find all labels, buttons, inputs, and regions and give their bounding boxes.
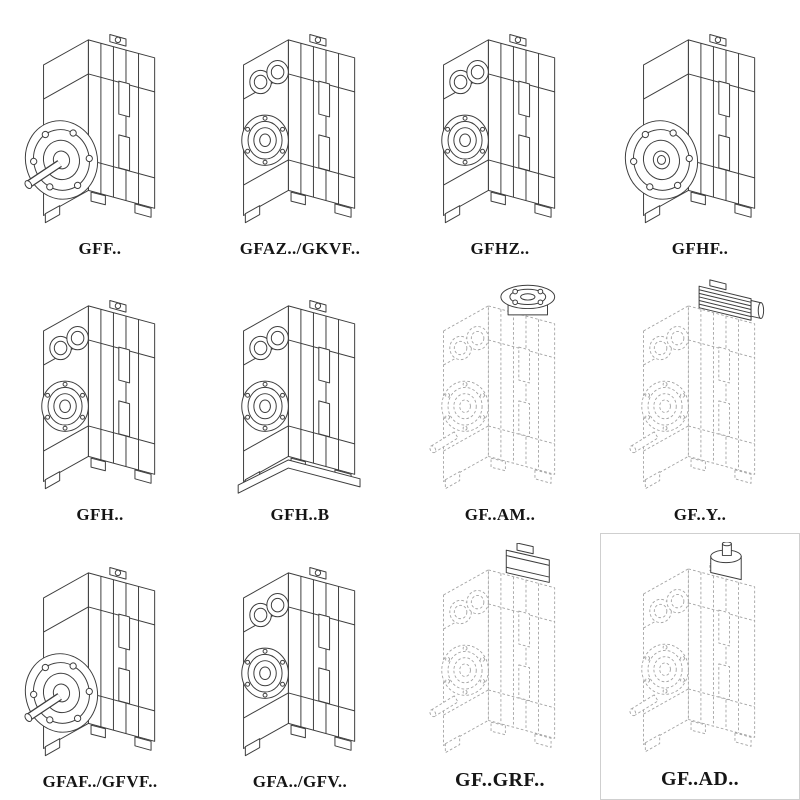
gearbox-drawing-gfh-b [237, 300, 361, 494]
catalog-cell-gfh-b: GFH..B [200, 267, 400, 534]
gearbox-drawing-gf-y [628, 279, 765, 490]
catalog-cell-gfa-gfv: GFA../GFV.. [200, 533, 400, 800]
model-label-gff: GFF.. [78, 238, 122, 258]
model-label-gf-grf: GF..GRF.. [455, 768, 545, 791]
gearbox-drawing-gfaz-gkvf [241, 33, 356, 223]
gearbox-drawing-gfaf-gfvf [16, 566, 156, 757]
model-label-gfh-b: GFH..B [270, 505, 330, 525]
model-label-gf-ad: GF..AD.. [660, 767, 740, 790]
model-label-gfh: GFH.. [76, 505, 124, 525]
catalog-cell-gfaf-gfvf: GFAF../GFVF.. [0, 533, 200, 800]
model-label-gfa-gfv: GFA../GFV.. [252, 771, 348, 791]
catalog-cell-gfaz-gkvf: GFAZ../GKVF.. [200, 0, 400, 267]
catalog-cell-gf-ad: GF..AD.. [600, 533, 800, 800]
gearbox-drawing-gfh [41, 300, 156, 490]
gearbox-drawing-gf-am [428, 285, 556, 490]
catalog-cell-gff: GFF.. [0, 0, 200, 267]
model-label-gf-y: GF..Y.. [673, 505, 727, 525]
model-label-gfaf-gfvf: GFAF../GFVF.. [42, 771, 158, 791]
catalog-cell-gfhf: GFHF.. [600, 0, 800, 267]
model-label-gfaz-gkvf: GFAZ../GKVF.. [239, 238, 361, 258]
gearbox-drawing-gfa-gfv [241, 566, 356, 757]
catalog-cell-gfhz: GFHZ.. [400, 0, 600, 267]
catalog-cell-gfh: GFH.. [0, 267, 200, 534]
gearbox-drawing-gff [16, 33, 156, 223]
gearbox-drawing-gfhz [441, 33, 556, 223]
model-label-gfhz: GFHZ.. [470, 238, 530, 258]
gearbox-drawing-gf-ad [628, 541, 756, 753]
catalog-cell-gf-am: GF..AM.. [400, 267, 600, 534]
gearbox-drawing-gf-grf [428, 542, 556, 754]
model-label-gf-am: GF..AM.. [464, 505, 536, 525]
catalog-cell-gf-grf: GF..GRF.. [400, 533, 600, 800]
catalog-cell-gf-y: GF..Y.. [600, 267, 800, 534]
model-label-gfhf: GFHF.. [671, 238, 729, 258]
gearbox-drawing-gfhf [616, 33, 756, 223]
